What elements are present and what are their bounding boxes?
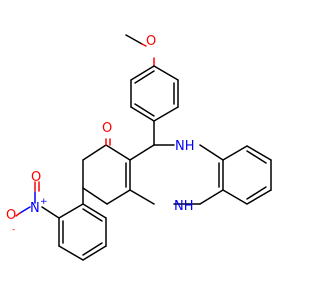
nitro-oxygen-single-label: O [6,208,16,223]
nitro-nitrogen-charge: + [40,197,48,207]
top-amine-n: N [175,139,185,154]
ketone-oxygen-label: O [102,121,112,136]
nitrophenyl-ring [41,187,107,261]
bottom-amine-n: N [174,199,184,214]
methoxyphenyl-ring [130,65,179,122]
top-amine-h: H [185,139,195,154]
nitro-oxygen-charge: - [12,225,15,235]
benzo-ring [199,144,272,205]
bottom-amine-label: NH [174,199,194,214]
nitro-nitrogen-label: N [30,201,40,216]
methoxy-group [125,34,155,67]
top-amine-label: NH [175,139,195,154]
nitro-oxygen-double-label: O [31,170,41,185]
tricyclic-core [82,120,201,205]
bottom-amine-h: H [184,199,194,214]
molecule-structure: O O NH NH N + O O - [6,34,272,261]
ketone-bond [105,138,111,146]
methoxy-oxygen-label: O [146,34,156,49]
nitro-bonds [15,181,40,217]
